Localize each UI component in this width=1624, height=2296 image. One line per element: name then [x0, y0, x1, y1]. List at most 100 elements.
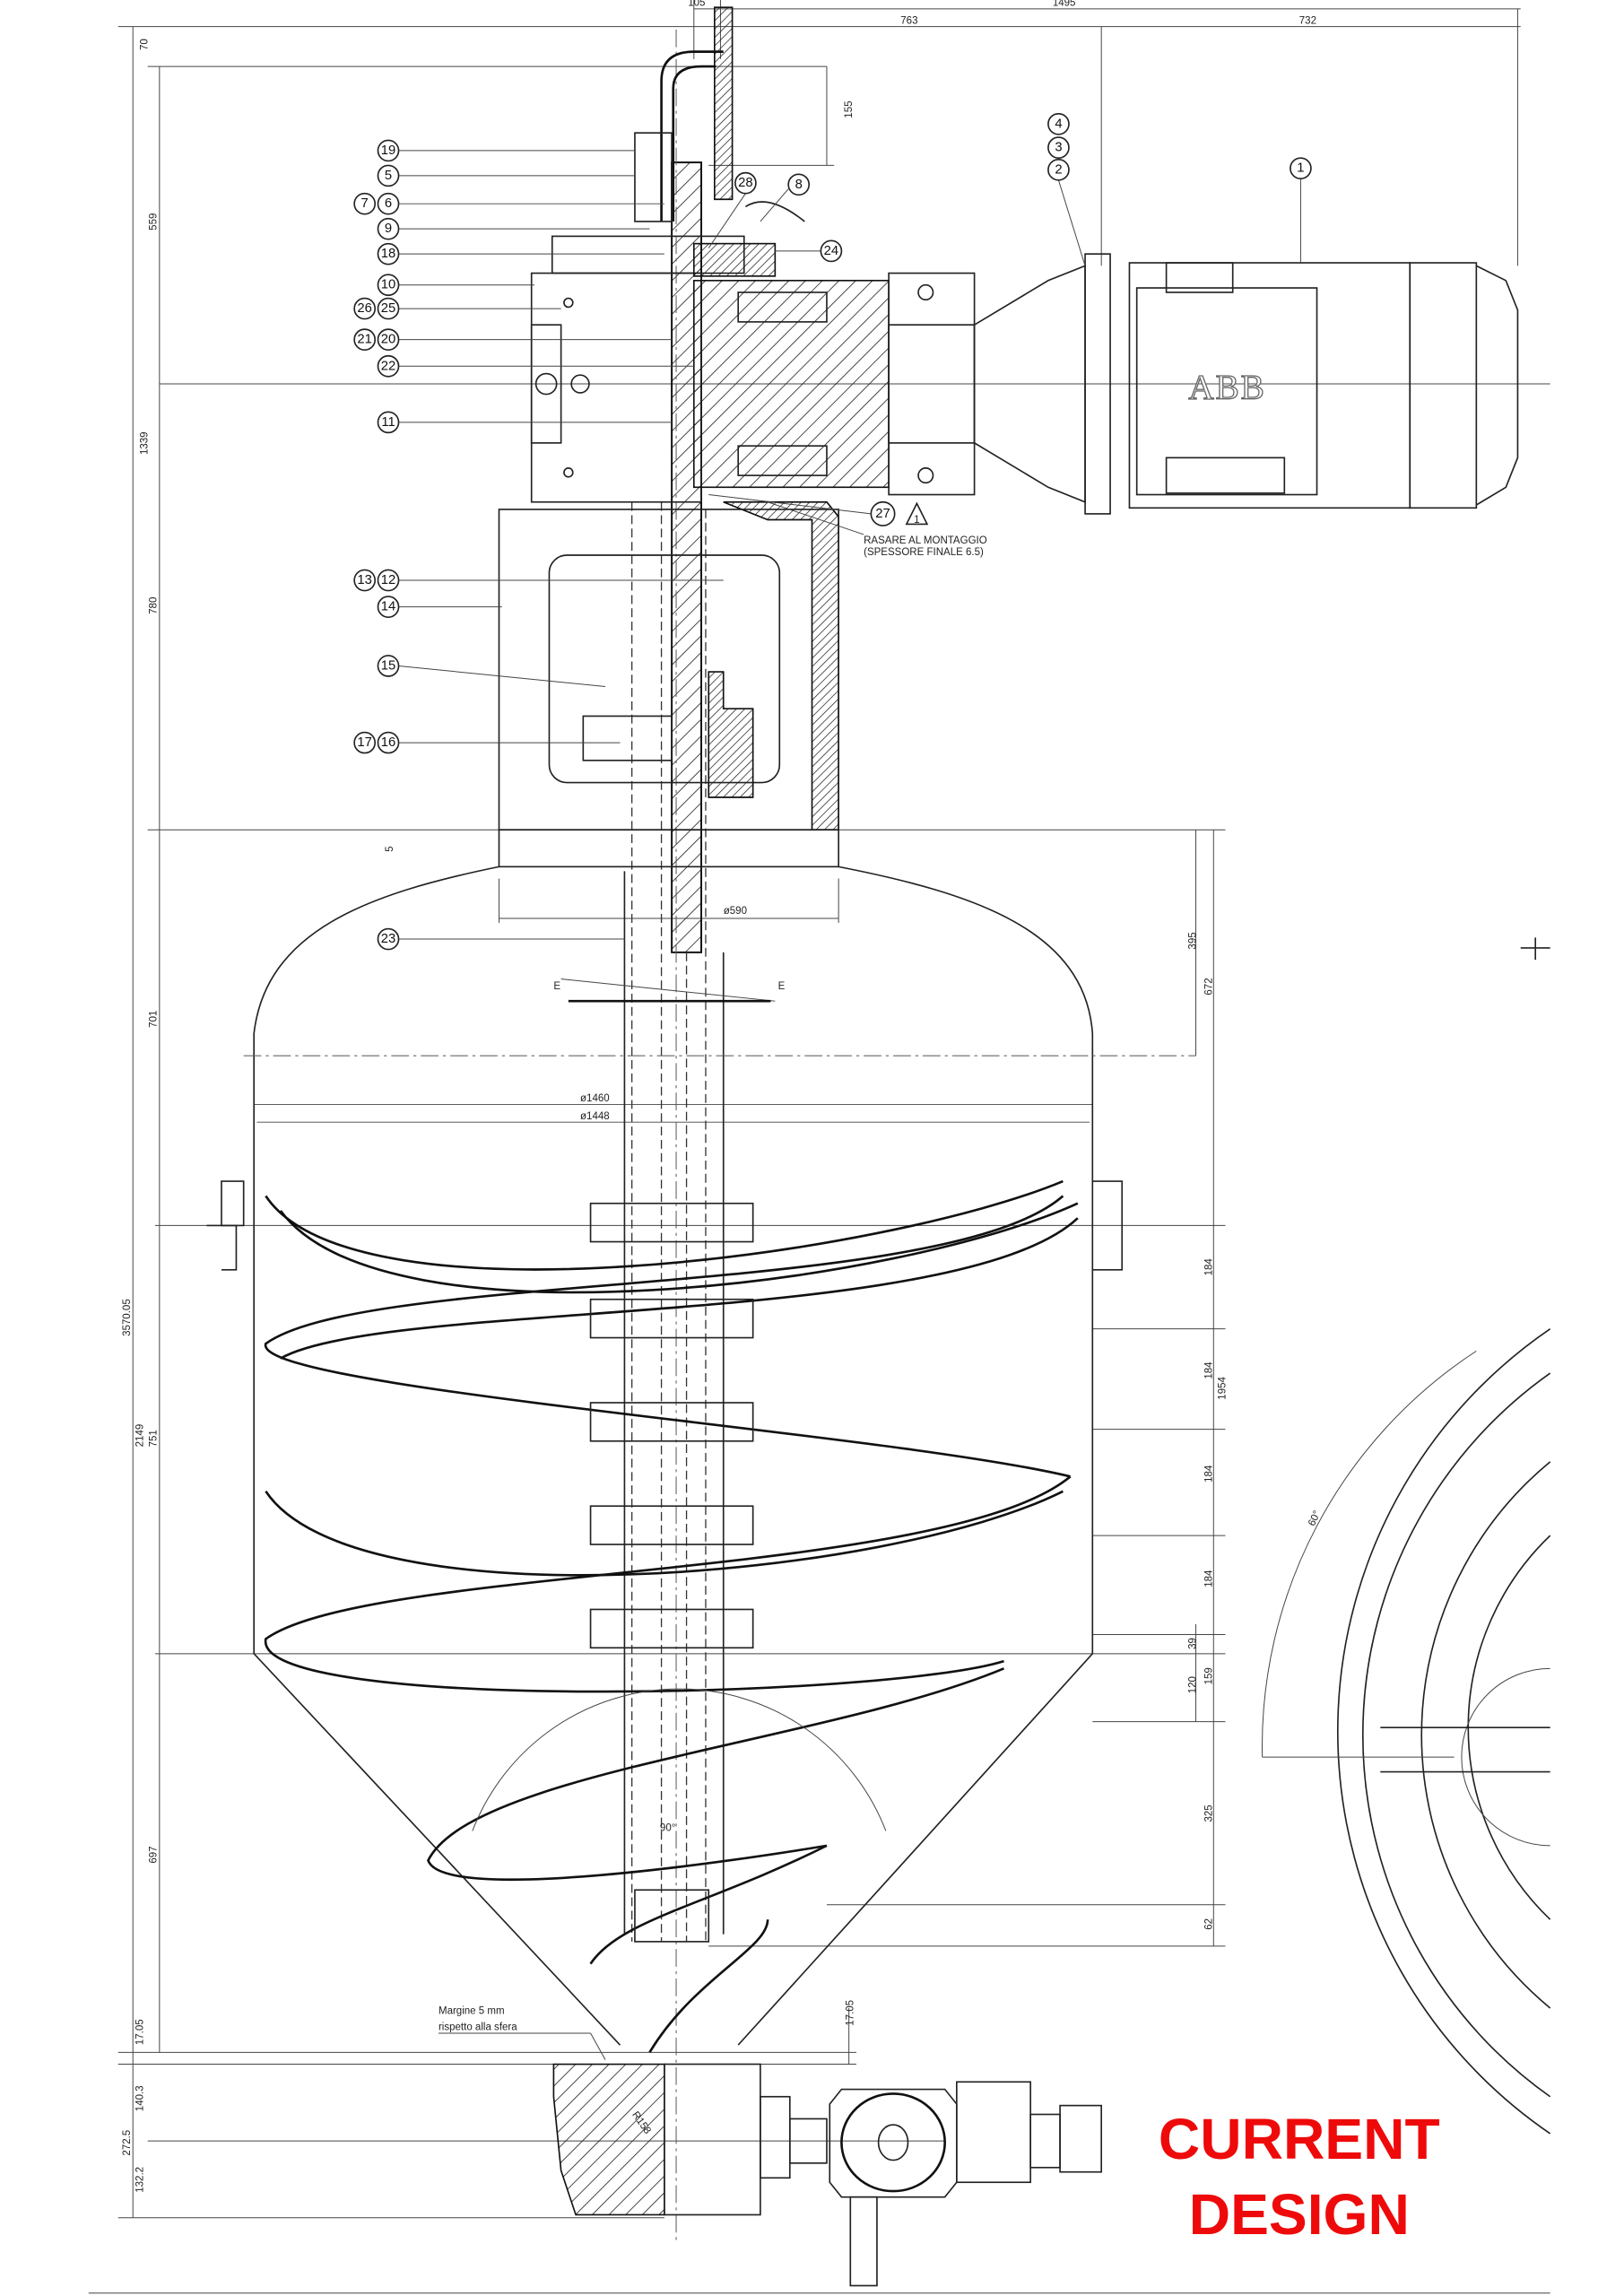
callout-24: 24	[775, 239, 843, 263]
svg-text:184: 184	[1204, 1465, 1215, 1483]
svg-text:395: 395	[1188, 932, 1199, 949]
svg-text:120: 120	[1188, 1676, 1199, 1693]
svg-text:763: 763	[900, 15, 917, 26]
svg-text:14: 14	[381, 600, 395, 614]
svg-text:RASARE AL MONTAGGIO: RASARE AL MONTAGGIO	[864, 535, 987, 546]
callout-13: 13	[353, 569, 377, 592]
callout-16: 16	[377, 731, 621, 754]
motor-brand-logo: ABB	[1188, 368, 1265, 407]
svg-text:11: 11	[381, 415, 395, 430]
svg-text:272.5: 272.5	[122, 2130, 133, 2156]
svg-text:E: E	[553, 981, 560, 992]
svg-text:60°: 60°	[1307, 1509, 1323, 1528]
svg-text:780: 780	[149, 597, 160, 614]
svg-text:1954: 1954	[1217, 1376, 1228, 1399]
svg-text:17.05: 17.05	[135, 2019, 146, 2045]
helical-ribbon-agitator	[265, 1179, 1079, 2054]
electric-motor: ABB	[1128, 262, 1519, 509]
svg-text:701: 701	[149, 1011, 160, 1028]
svg-text:5: 5	[385, 847, 395, 852]
svg-text:5: 5	[385, 169, 392, 183]
callout-21: 21	[353, 328, 377, 351]
callout-17: 17	[353, 731, 377, 754]
svg-text:ø1448: ø1448	[580, 1111, 610, 1122]
dimension-lines	[88, 0, 1550, 2294]
svg-text:325: 325	[1204, 1805, 1215, 1822]
svg-text:140.3: 140.3	[135, 2085, 146, 2111]
svg-text:25: 25	[381, 301, 395, 316]
callout-18: 18	[377, 242, 664, 265]
svg-text:9: 9	[385, 222, 392, 236]
section-view-e-e	[1262, 937, 1551, 2135]
svg-text:7: 7	[361, 196, 369, 211]
svg-text:10: 10	[381, 278, 395, 292]
svg-text:2: 2	[1055, 162, 1062, 177]
svg-text:155: 155	[844, 100, 855, 117]
svg-text:23: 23	[381, 932, 395, 946]
svg-text:732: 732	[1299, 15, 1316, 26]
callout-11: 11	[377, 411, 673, 434]
svg-text:159: 159	[1204, 1667, 1215, 1684]
svg-text:12: 12	[381, 573, 395, 587]
svg-text:27: 27	[875, 507, 890, 521]
callout-4: 4	[1047, 112, 1070, 135]
svg-text:21: 21	[357, 333, 371, 347]
callout-23: 23	[377, 927, 625, 951]
callout-19: 19	[377, 139, 635, 162]
part-callouts: 19 5 7 6 9 18 10 26 25 21 20 22 11 13 12…	[353, 112, 1312, 951]
callout-3: 3	[1047, 136, 1070, 159]
svg-text:39: 39	[1188, 1638, 1199, 1649]
svg-text:ø1460: ø1460	[580, 1093, 610, 1104]
callout-25: 25	[377, 297, 561, 320]
svg-text:15: 15	[381, 658, 395, 673]
svg-text:28: 28	[738, 176, 752, 190]
svg-text:559: 559	[149, 213, 160, 230]
svg-text:751: 751	[149, 1430, 160, 1447]
svg-text:20: 20	[381, 333, 395, 347]
svg-text:62: 62	[1204, 1918, 1215, 1930]
callout-6: 6	[377, 192, 664, 215]
warning-triangle-icon	[905, 501, 929, 526]
svg-text:17: 17	[357, 735, 371, 750]
stamp-line-1: CURRENT	[1159, 2107, 1440, 2171]
callout-15: 15	[377, 655, 606, 688]
svg-text:16: 16	[381, 735, 395, 750]
svg-text:E: E	[778, 981, 786, 992]
svg-text:8: 8	[795, 178, 803, 192]
callout-9: 9	[377, 217, 650, 240]
svg-text:22: 22	[381, 359, 395, 373]
svg-text:1495: 1495	[1053, 0, 1076, 9]
svg-text:1: 1	[914, 515, 919, 526]
callout-7: 7	[353, 192, 377, 215]
callout-12: 12	[377, 569, 724, 592]
callout-14: 14	[377, 596, 502, 618]
callout-26: 26	[353, 297, 377, 320]
svg-text:13: 13	[357, 573, 371, 587]
callout-5: 5	[377, 164, 635, 187]
svg-text:17.05: 17.05	[846, 2000, 856, 2026]
callout-28: 28	[708, 171, 757, 248]
svg-text:2149: 2149	[135, 1424, 146, 1448]
svg-text:1339: 1339	[140, 431, 151, 455]
stamp-line-2: DESIGN	[1189, 2182, 1410, 2247]
svg-text:184: 184	[1204, 1361, 1215, 1379]
callout-2: 2	[1047, 158, 1086, 266]
callout-27: 27	[708, 494, 896, 526]
bottom-discharge-valve	[552, 2063, 1102, 2287]
callout-20: 20	[377, 328, 673, 351]
svg-text:105: 105	[688, 0, 705, 9]
svg-text:ø590: ø590	[724, 906, 747, 917]
callout-8: 8	[760, 173, 811, 222]
callout-10: 10	[377, 274, 534, 297]
svg-text:19: 19	[381, 144, 395, 158]
svg-text:3: 3	[1055, 141, 1062, 155]
current-design-stamp: CURRENT DESIGN	[1159, 2107, 1440, 2247]
callout-22: 22	[377, 354, 694, 378]
svg-text:184: 184	[1204, 1570, 1215, 1587]
svg-text:1: 1	[1297, 161, 1304, 176]
svg-text:Margine 5 mm: Margine 5 mm	[439, 2006, 505, 2017]
svg-text:184: 184	[1204, 1258, 1215, 1276]
svg-text:70: 70	[140, 39, 151, 50]
drawing-notes: RASARE AL MONTAGGIO (SPESSORE FINALE 6.5…	[438, 501, 987, 2060]
